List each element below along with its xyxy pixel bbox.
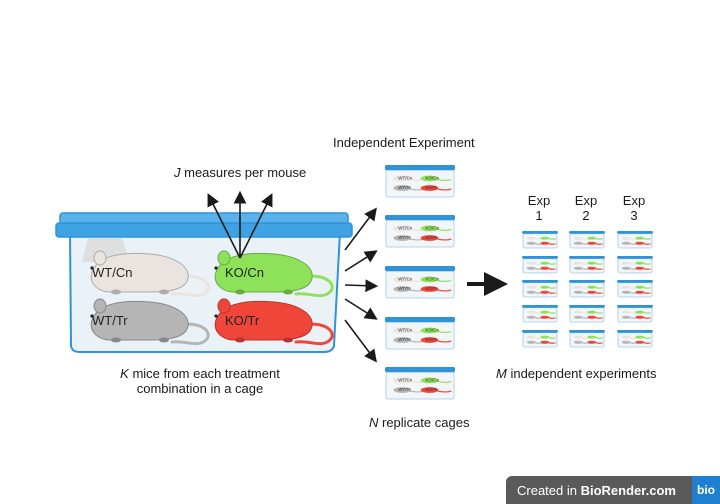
mice-per-cage-label: K mice from each treatment combination i… bbox=[120, 366, 280, 396]
independent-experiments-label: M independent experiments bbox=[496, 366, 657, 381]
mini-cage-mouse-label: WT/Cn bbox=[398, 225, 412, 230]
experiment-1-cage-3 bbox=[522, 280, 558, 298]
experiment-2-cage-4 bbox=[569, 305, 605, 323]
replicate-arrows bbox=[344, 207, 379, 363]
mini-cage-mouse-label: KO/Cn bbox=[425, 225, 439, 230]
mouse-wt-cn bbox=[90, 250, 210, 298]
experiment-1-cage-2 bbox=[522, 256, 558, 274]
experiment-2-cage-2 bbox=[569, 256, 605, 274]
mouse-label-wt-tr: WT/Tr bbox=[92, 313, 128, 328]
mini-cage-mouse-label: KO/Cn bbox=[425, 175, 439, 180]
mini-cage-mouse-label: KO/Tr bbox=[425, 235, 437, 240]
mini-cage-mouse-label: WT/Tr bbox=[398, 235, 411, 240]
mini-cage-mouse-label: WT/Cn bbox=[398, 175, 412, 180]
mini-cage-mouse-label: KO/Tr bbox=[425, 387, 437, 392]
replicate-cages-label: N replicate cages bbox=[369, 415, 470, 430]
mini-cage-mouse-label: KO/Cn bbox=[425, 276, 439, 281]
mini-cage-mouse-label: WT/Tr bbox=[398, 286, 411, 291]
biorender-logo-icon: bio bbox=[692, 476, 720, 504]
mini-cage-mouse-label: WT/Cn bbox=[398, 327, 412, 332]
experiment-1-cage-1 bbox=[522, 231, 558, 249]
experiment-3-cage-4 bbox=[617, 305, 653, 323]
mini-cage-mouse-label: WT/Tr bbox=[398, 185, 411, 190]
experiment-3-cage-5 bbox=[617, 330, 653, 348]
mini-cage-mouse-label: WT/Tr bbox=[398, 387, 411, 392]
mini-cage-mouse-label: KO/Tr bbox=[425, 337, 437, 342]
mini-cage-mouse-label: KO/Tr bbox=[425, 286, 437, 291]
mouse-wt-tr bbox=[90, 298, 210, 346]
experiment-3-cage-3 bbox=[617, 280, 653, 298]
mini-cage-mouse-label: KO/Cn bbox=[425, 377, 439, 382]
mini-cage-mouse-label: KO/Cn bbox=[425, 327, 439, 332]
experiment-2-cage-3 bbox=[569, 280, 605, 298]
experiment-1-cage-4 bbox=[522, 305, 558, 323]
biorender-credit[interactable]: Created in BioRender.com bio bbox=[506, 476, 720, 504]
mouse-label-ko-tr: KO/Tr bbox=[225, 313, 260, 328]
experiment-3-cage-1 bbox=[617, 231, 653, 249]
mouse-label-wt-cn: WT/Cn bbox=[92, 265, 133, 280]
mini-cage-mouse-label: WT/Cn bbox=[398, 377, 412, 382]
experiment-1-cage-5 bbox=[522, 330, 558, 348]
mini-cage-mouse-label: WT/Tr bbox=[398, 337, 411, 342]
mini-cage-mouse-label: WT/Cn bbox=[398, 276, 412, 281]
measure-arrows bbox=[207, 190, 273, 259]
independent-experiment-label: Independent Experiment bbox=[333, 135, 475, 150]
mouse-label-ko-cn: KO/Cn bbox=[225, 265, 265, 280]
mouse-ko-cn bbox=[214, 250, 334, 298]
experiment-3-cage-2 bbox=[617, 256, 653, 274]
experiment-2-cage-1 bbox=[569, 231, 605, 249]
mini-cage-mouse-label: KO/Tr bbox=[425, 185, 437, 190]
measures-label: J measures per mouse bbox=[174, 165, 307, 180]
mouse-ko-tr bbox=[214, 298, 334, 346]
experiment-2-cage-5 bbox=[569, 330, 605, 348]
